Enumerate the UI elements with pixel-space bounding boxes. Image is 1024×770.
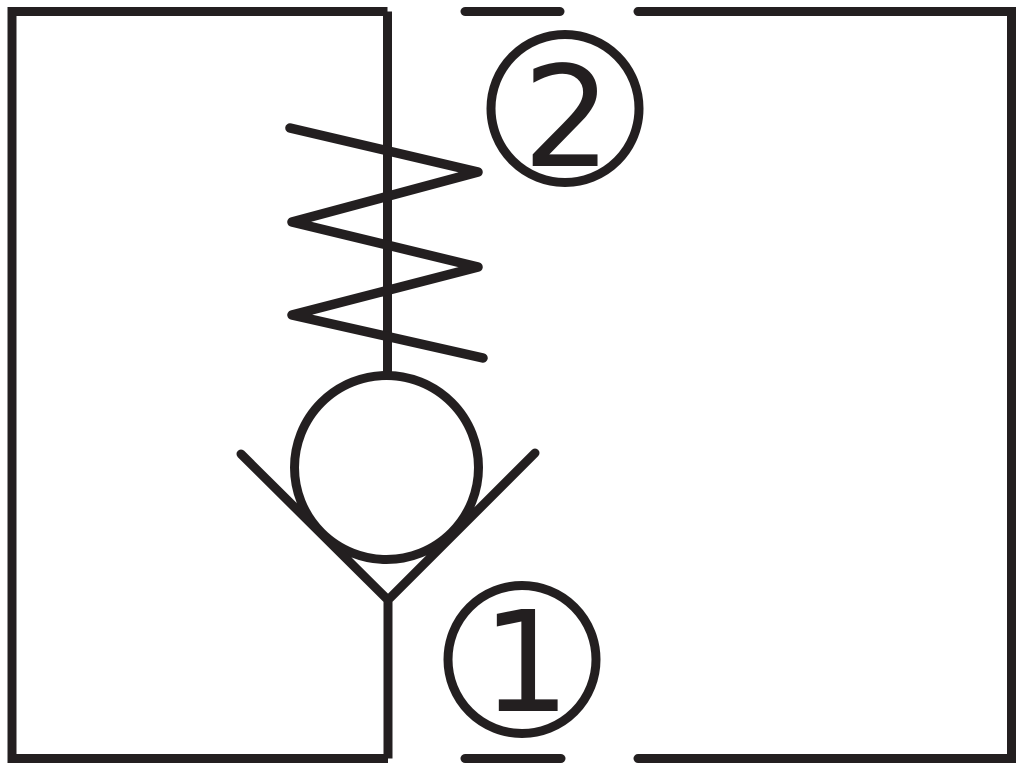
poppet-ball — [290, 371, 483, 564]
port-2-badge — [486, 30, 644, 187]
spring-icon — [285, 123, 488, 363]
port-2-label: 2 — [522, 37, 611, 200]
port-1-label: 1 — [481, 582, 570, 745]
valve-body-outline-right — [633, 7, 1016, 763]
valve-body-outline-left — [7, 7, 388, 763]
valve-seat — [236, 448, 540, 605]
port-1-badge — [443, 581, 601, 738]
